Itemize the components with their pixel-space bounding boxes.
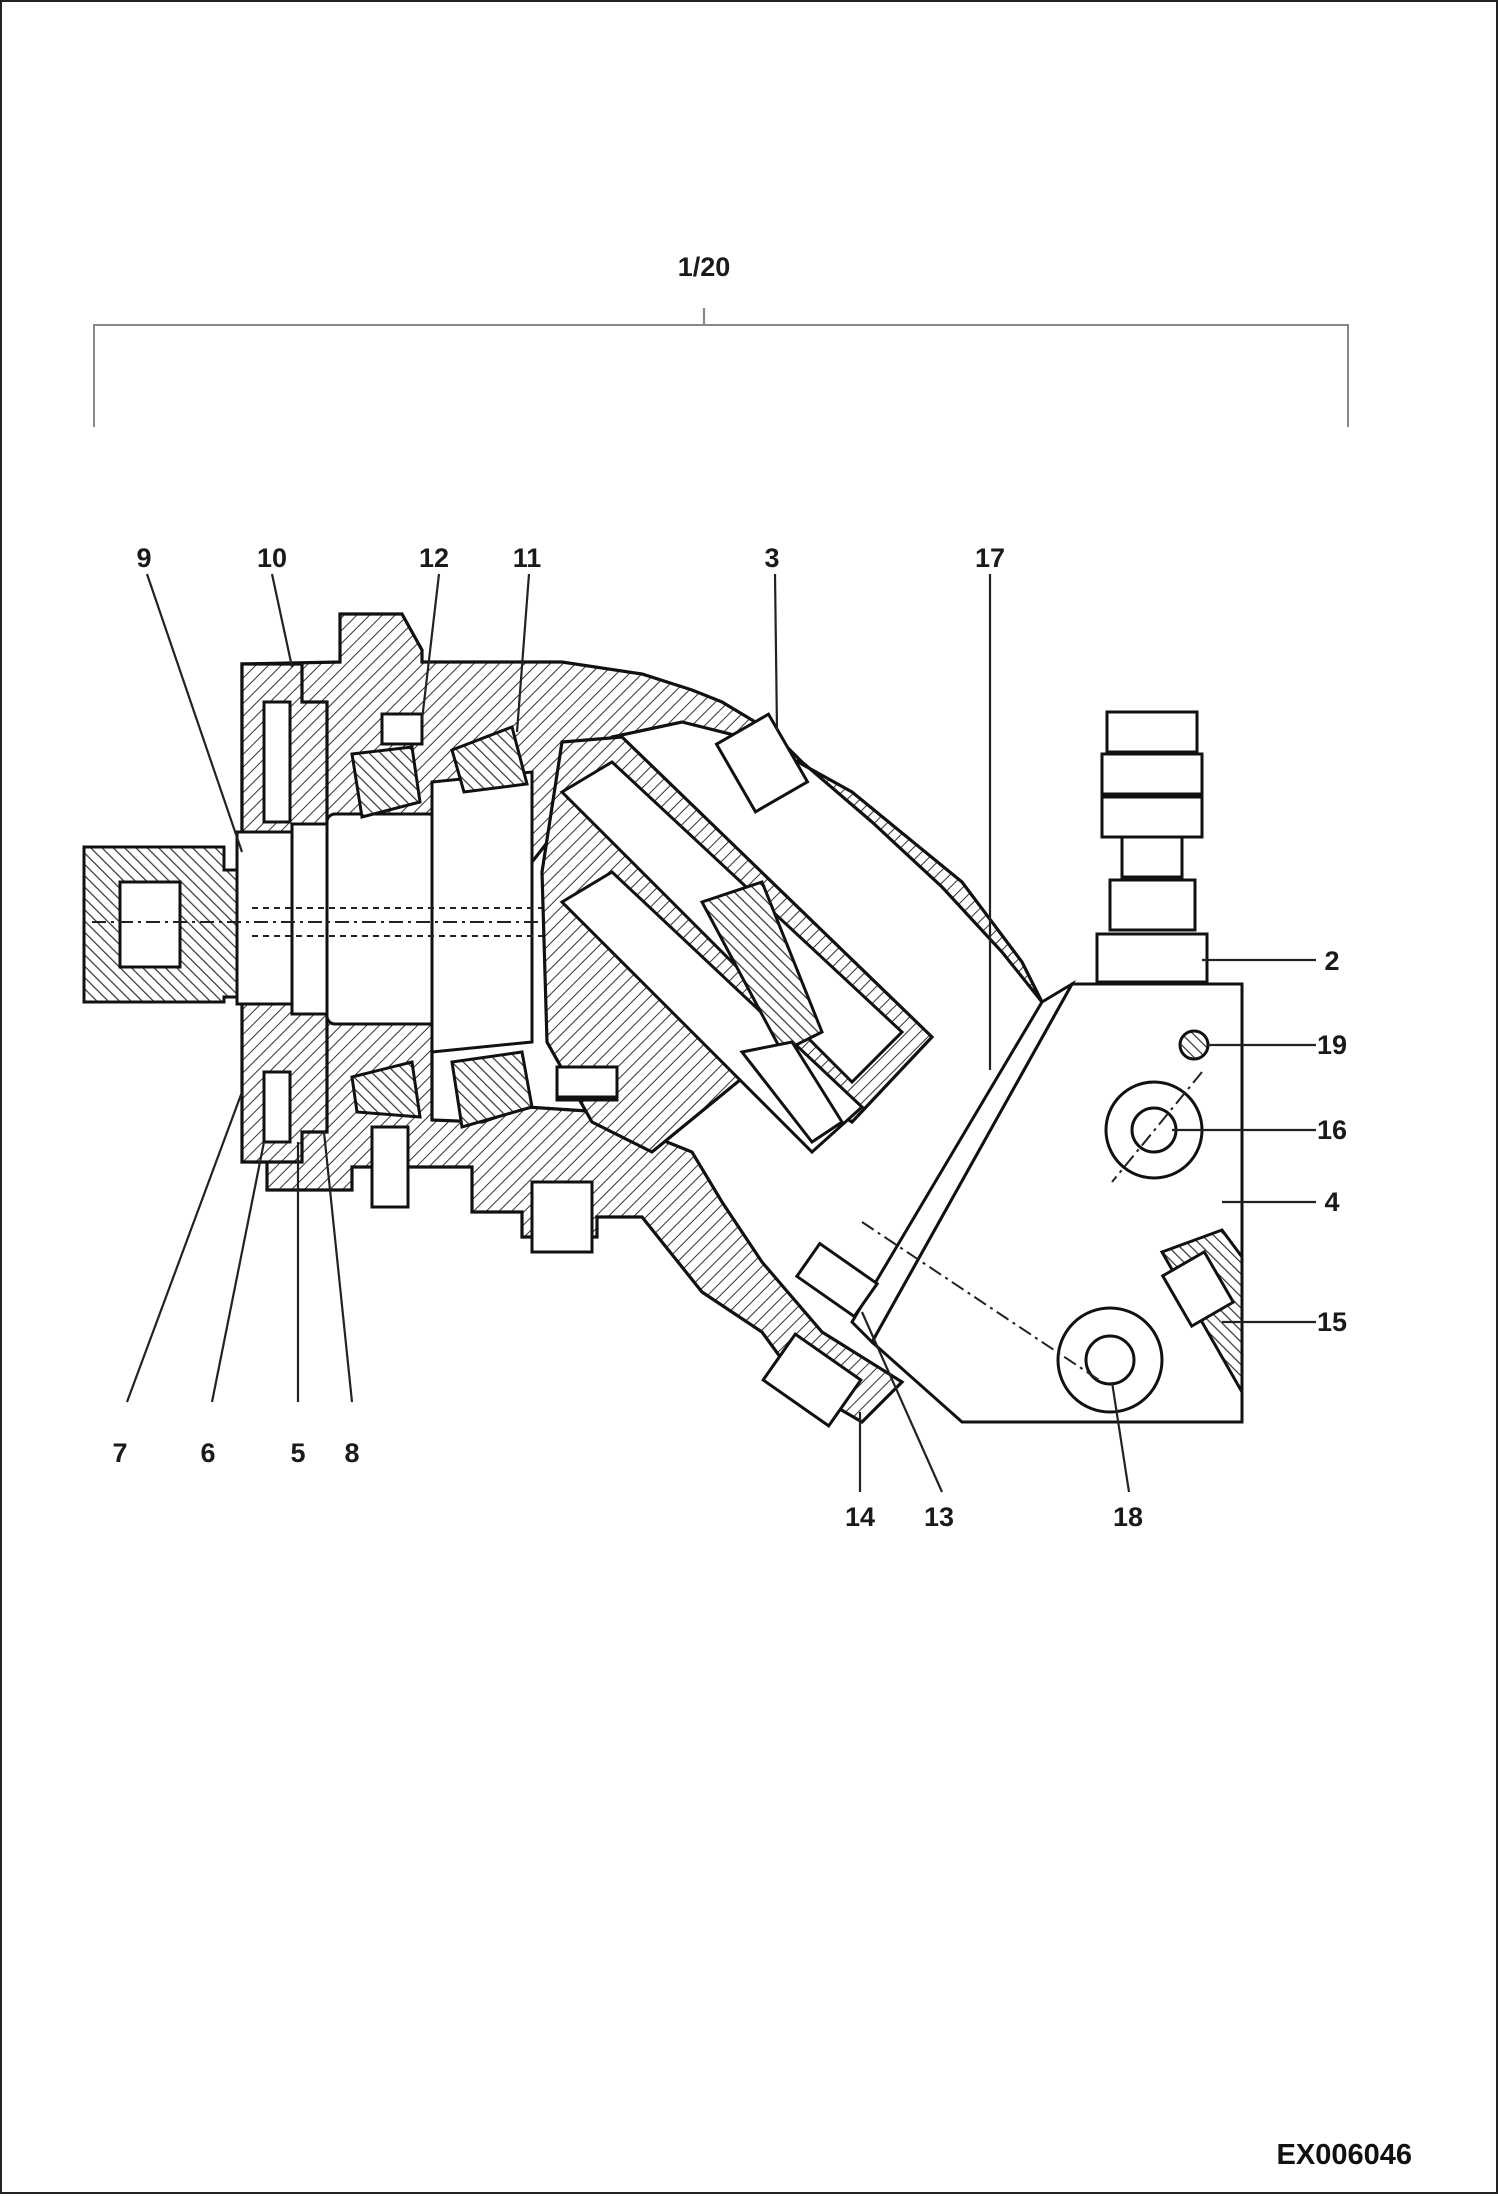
callout-labels: 9 10 12 11 3 17 2 19 16 4 15 7 6 5 8 14 … [112, 543, 1347, 1532]
callout-7: 7 [112, 1438, 127, 1468]
leader-lines [125, 573, 1316, 1493]
callout-3: 3 [764, 543, 779, 573]
callout-2: 2 [1324, 946, 1339, 976]
callout-10: 10 [257, 543, 287, 573]
callout-15: 15 [1317, 1307, 1347, 1337]
top-fitting [1095, 710, 1209, 984]
assembly-label: 1/20 [678, 252, 731, 282]
callout-17: 17 [975, 543, 1005, 573]
callout-11: 11 [513, 543, 542, 573]
callout-12: 12 [419, 543, 449, 573]
callout-14: 14 [845, 1502, 875, 1532]
control-housing [850, 979, 1244, 1424]
callout-9: 9 [136, 543, 151, 573]
bolts [530, 712, 880, 1428]
callout-16: 16 [1317, 1115, 1347, 1145]
callout-6: 6 [200, 1438, 215, 1468]
callout-13: 13 [924, 1502, 954, 1532]
drive-shaft [82, 770, 562, 1054]
assembly-bracket [93, 308, 1349, 427]
cylinder-barrel [540, 735, 935, 1155]
callout-4: 4 [1324, 1187, 1339, 1217]
callout-8: 8 [344, 1438, 359, 1468]
reference-code: EX006046 [1277, 2139, 1412, 2171]
bearings [350, 712, 534, 1209]
callout-5: 5 [290, 1438, 305, 1468]
callout-19: 19 [1317, 1030, 1347, 1060]
callout-18: 18 [1113, 1502, 1143, 1532]
